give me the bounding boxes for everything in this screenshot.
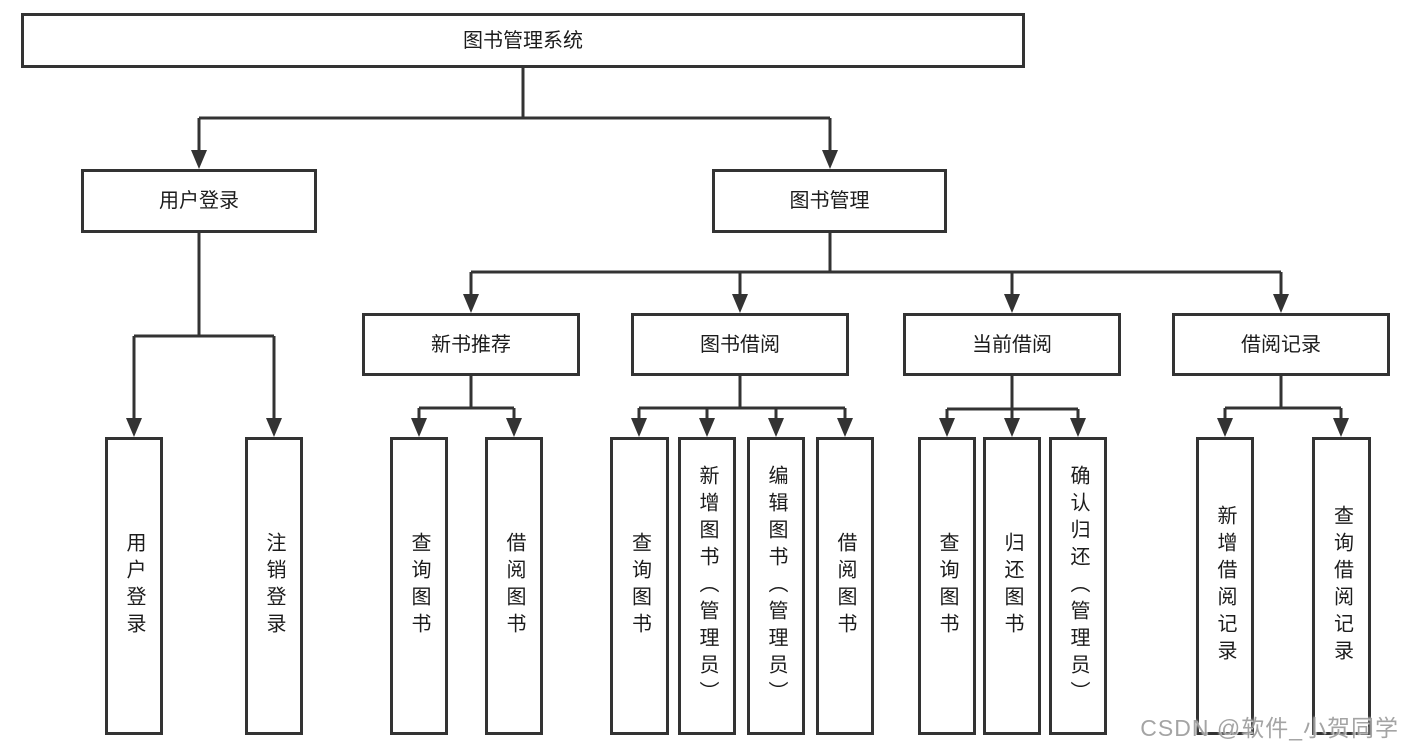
col-query-books-current: 查询图书 — [918, 437, 976, 735]
col-add-borrow-record: 新增借阅记录 — [1196, 437, 1254, 735]
node-book-management: 图书管理 — [712, 169, 947, 233]
col-logout-label: 注销登录 — [263, 532, 285, 640]
col-user-login: 用户登录 — [105, 437, 163, 735]
col-query-books-recommend: 查询图书 — [390, 437, 448, 735]
col-confirm-return-admin-label: 确认归还（管理员） — [1067, 464, 1089, 708]
tree-edges — [132, 68, 1343, 420]
node-current-borrow: 当前借阅 — [903, 313, 1121, 376]
node-new-book-recommend: 新书推荐 — [362, 313, 580, 376]
node-book-borrow: 图书借阅 — [631, 313, 849, 376]
col-user-login-label: 用户登录 — [123, 532, 145, 640]
col-query-borrow-record-label: 查询借阅记录 — [1330, 505, 1353, 667]
node-user-login: 用户登录 — [81, 169, 317, 233]
col-logout: 注销登录 — [245, 437, 303, 735]
node-root: 图书管理系统 — [21, 13, 1025, 68]
col-add-book-admin-label: 新增图书（管理员） — [696, 464, 718, 708]
node-user-login-label: 用户登录 — [159, 190, 239, 212]
node-book-borrow-label: 图书借阅 — [700, 333, 780, 356]
col-borrow-books-recommend-label: 借阅图书 — [503, 532, 525, 640]
node-new-book-recommend-label: 新书推荐 — [431, 333, 511, 356]
node-borrow-records-label: 借阅记录 — [1241, 333, 1321, 356]
col-return-book-label: 归还图书 — [1001, 532, 1023, 640]
col-borrow-books-2-label: 借阅图书 — [834, 532, 856, 640]
node-book-management-label: 图书管理 — [789, 190, 870, 212]
col-query-books-borrow-label: 查询图书 — [628, 532, 651, 640]
col-edit-book-admin: 编辑图书（管理员） — [747, 437, 805, 735]
node-current-borrow-label: 当前借阅 — [972, 333, 1052, 356]
col-query-borrow-record: 查询借阅记录 — [1312, 437, 1371, 735]
col-query-books-borrow: 查询图书 — [610, 437, 669, 735]
col-return-book: 归还图书 — [983, 437, 1041, 735]
node-root-label: 图书管理系统 — [463, 29, 583, 52]
node-borrow-records: 借阅记录 — [1172, 313, 1390, 376]
watermark: CSDN @软件_小贺同学 — [1140, 715, 1399, 741]
col-query-books-current-label: 查询图书 — [936, 532, 958, 640]
col-query-books-recommend-label: 查询图书 — [408, 532, 430, 640]
col-borrow-books-2: 借阅图书 — [816, 437, 874, 735]
col-add-borrow-record-label: 新增借阅记录 — [1214, 505, 1236, 667]
col-edit-book-admin-label: 编辑图书（管理员） — [765, 464, 787, 708]
col-confirm-return-admin: 确认归还（管理员） — [1049, 437, 1107, 735]
col-borrow-books-recommend: 借阅图书 — [485, 437, 543, 735]
col-add-book-admin: 新增图书（管理员） — [678, 437, 736, 735]
